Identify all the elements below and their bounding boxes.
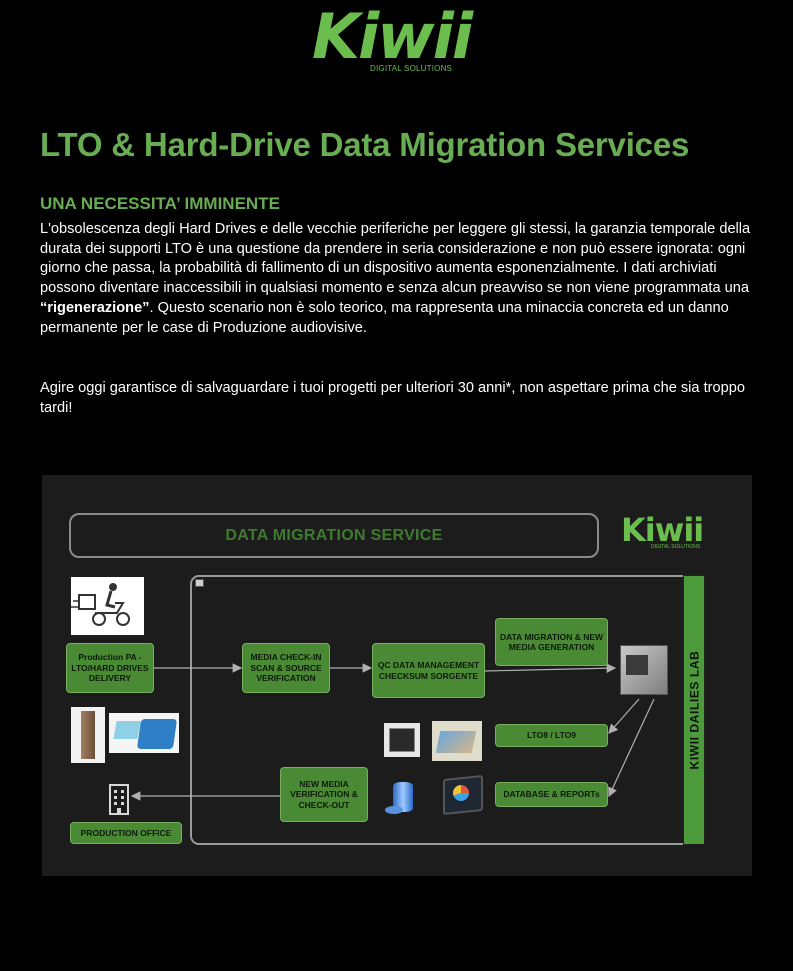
step-new-media-verification: NEW MEDIA VERIFICATION & CHECK-OUT [280,767,368,822]
frame-corner-marker [195,579,204,587]
diagram-title: DATA MIGRATION SERVICE [69,513,599,558]
intro-text: L'obsolescenza degli Hard Drives e delle… [40,221,751,297]
office-building-icon [106,781,132,815]
hard-drive-tower-icon [71,707,105,763]
flow-arrows [130,663,655,801]
logo-wordmark: Kiwii [312,4,473,73]
hard-drives-icon-group [71,707,179,763]
step-qc-data-management: QC DATA MANAGEMENT CHECKSUM SORGENTE [372,643,485,698]
diagram-logo: Kiwii DIGITAL SOLUTIONS [617,511,712,557]
step-data-migration: DATA MIGRATION & NEW MEDIA GENERATION [495,618,608,666]
intro-paragraph: L'obsolescenza degli Hard Drives e delle… [40,220,752,338]
lab-side-bar [683,575,705,845]
report-monitor-icon [441,774,483,816]
arrow-qc-to-server [484,663,617,673]
step-delivery: Production PA - LTO/HARD DRIVES DELIVERY [66,643,154,693]
data-migration-diagram: DATA MIGRATION SERVICE Kiwii DIGITAL SOL… [42,475,752,876]
hard-drive-icon [109,713,179,753]
kiwii-logo[interactable]: Kiwii DIGITAL SOLUTIONS [312,4,482,76]
lto-tape-icon [432,721,482,761]
diagram-logo-wordmark: Kiwii [621,511,704,549]
logo-tagline: DIGITAL SOLUTIONS [370,64,453,73]
destination-production-office: PRODUCTION OFFICE [70,822,182,844]
section-heading: UNA NECESSITA’ IMMINENTE [40,194,280,213]
logo-wordmark-text: Kiwii [312,0,473,73]
output-lto: LTO8 / LTO9 [495,724,608,747]
database-icon [385,778,421,818]
memory-chip-icon [384,723,420,757]
call-to-action-paragraph: Agire oggi garantisce di salvaguardare i… [40,380,745,416]
arrow-server-to-database [608,698,655,798]
delivery-scooter-icon [71,577,144,635]
page-title: LTO & Hard-Drive Data Migration Services [40,126,690,163]
diagram-logo-tagline: DIGITAL SOLUTIONS [651,544,701,550]
step-media-check-in: MEDIA CHECK-IN SCAN & SOURCE VERIFICATIO… [242,643,330,693]
rigenerazione-emphasis: “rigenerazione” [40,299,150,316]
output-database-reports: DATABASE & REPORTs [495,782,608,807]
tape-library-server-icon [616,639,674,697]
arrow-server-to-lto [608,698,640,734]
intro-text-end: . Questo scenario non è solo teorico, ma… [40,299,729,336]
